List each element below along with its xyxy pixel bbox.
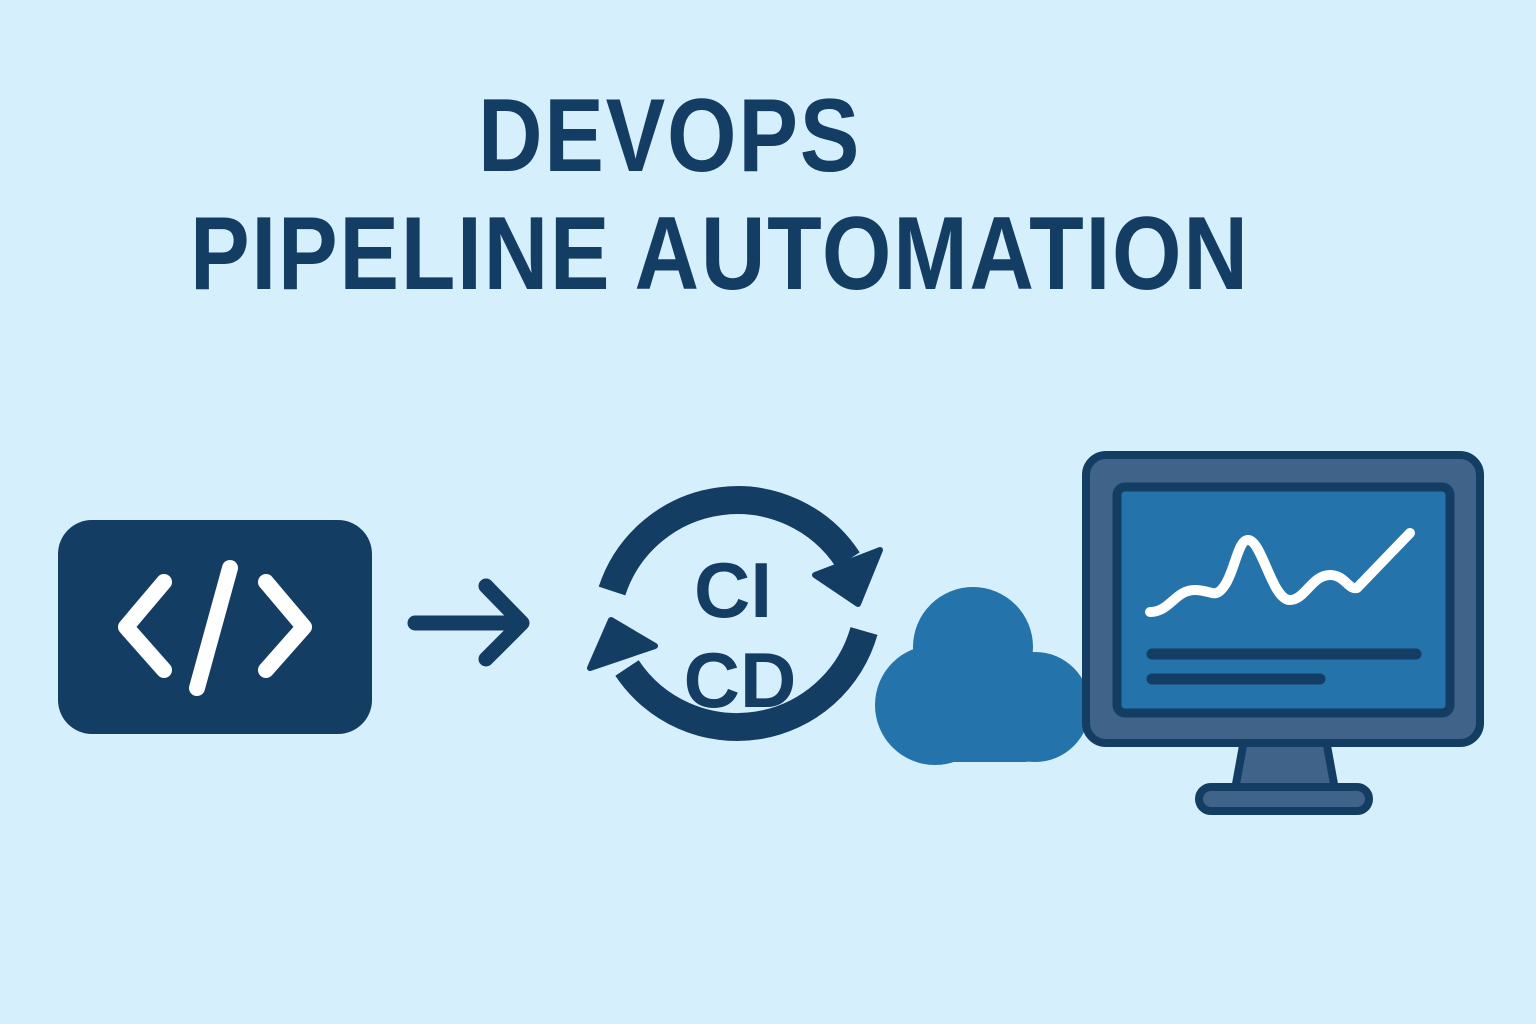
cloud-icon	[875, 587, 1090, 765]
code-brackets-icon	[58, 520, 372, 734]
title-line-1: DEVOPS	[478, 78, 862, 194]
cd-label: CD	[684, 636, 797, 724]
title-line-2: PIPELINE AUTOMATION	[190, 196, 1250, 312]
ci-label: CI	[694, 546, 772, 634]
cycle-arrows-icon: CI CD	[587, 486, 883, 742]
monitor-chart-icon	[1082, 451, 1484, 815]
arrow-right-icon	[407, 578, 530, 667]
